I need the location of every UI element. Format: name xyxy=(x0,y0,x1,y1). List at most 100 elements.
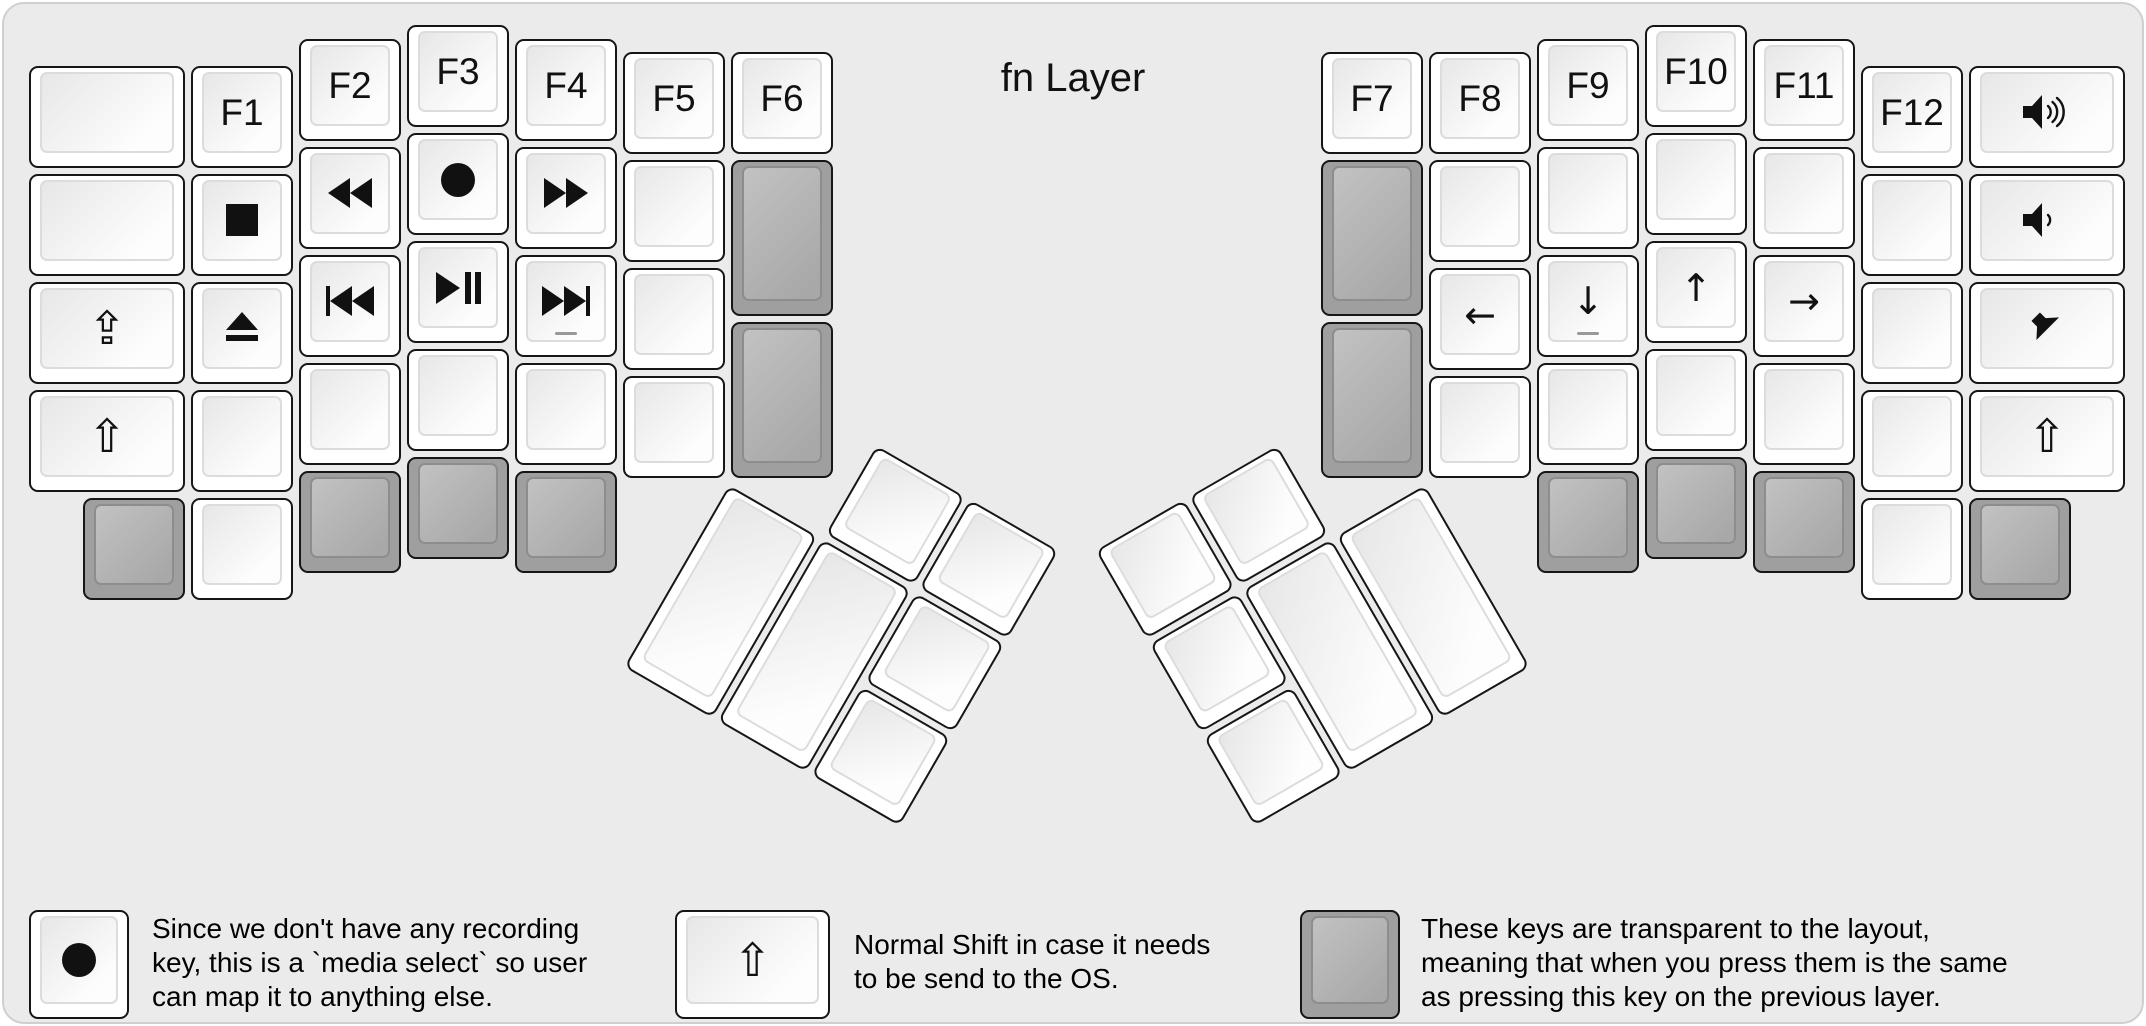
keytop xyxy=(1548,152,1628,234)
key-record xyxy=(29,910,129,1019)
key-transparent[interactable] xyxy=(1537,470,1639,573)
key-blank[interactable] xyxy=(1645,133,1747,235)
keytop: ⇧ xyxy=(40,395,174,477)
key-blank[interactable] xyxy=(623,376,725,478)
key-caps-lock[interactable]: ⇪ xyxy=(29,281,185,384)
key-label: F2 xyxy=(328,64,372,106)
keytop xyxy=(1980,287,2114,369)
keytop xyxy=(742,328,822,463)
key-f4[interactable]: F4 xyxy=(515,38,617,141)
key-eject[interactable] xyxy=(191,281,293,384)
keytop: ⇧ xyxy=(686,916,819,1004)
mute-icon xyxy=(2031,312,2060,341)
key-blank[interactable] xyxy=(1429,376,1531,478)
key-arrow-left[interactable]: ← xyxy=(1429,268,1531,370)
key-transparent[interactable] xyxy=(407,457,509,559)
legend-text-line: Normal Shift in case it needs xyxy=(854,929,1211,960)
key-blank[interactable] xyxy=(1537,362,1639,465)
key-blank[interactable] xyxy=(1753,146,1855,249)
key-play-pause[interactable] xyxy=(407,241,509,343)
key-transparent[interactable] xyxy=(731,160,833,316)
key-transparent[interactable] xyxy=(83,497,185,600)
key-prev-track[interactable] xyxy=(299,254,401,357)
key-blank[interactable] xyxy=(29,173,185,276)
keytop xyxy=(202,503,282,585)
key-blank[interactable] xyxy=(1861,281,1963,384)
eject-icon xyxy=(226,312,258,341)
key-label: F1 xyxy=(220,91,264,133)
key-f12[interactable]: F12 xyxy=(1861,65,1963,168)
key-blank[interactable] xyxy=(1753,362,1855,465)
key-mute[interactable] xyxy=(1969,281,2125,384)
key-shift[interactable]: ⇧ xyxy=(1969,389,2125,492)
keytop xyxy=(1872,395,1952,477)
key-f10[interactable]: F10 xyxy=(1645,25,1747,127)
key-blank[interactable] xyxy=(191,497,293,600)
key-blank[interactable] xyxy=(1429,160,1531,262)
key-blank[interactable] xyxy=(299,362,401,465)
shift-icon: ⇧ xyxy=(2027,409,2067,463)
key-blank[interactable] xyxy=(623,160,725,262)
keytop xyxy=(1764,476,1844,558)
keytop xyxy=(1980,503,2060,585)
key-label: F5 xyxy=(652,78,696,119)
key-transparent[interactable] xyxy=(1321,160,1423,316)
key-transparent[interactable] xyxy=(1645,457,1747,559)
key-label: F6 xyxy=(760,78,804,119)
key-f6[interactable]: F6 xyxy=(731,52,833,154)
keytop: ⇪ xyxy=(40,287,174,369)
key-f7[interactable]: F7 xyxy=(1321,52,1423,154)
key-f2[interactable]: F2 xyxy=(299,38,401,141)
key-blank[interactable] xyxy=(623,268,725,370)
key-blank[interactable] xyxy=(1861,497,1963,600)
key-label: F8 xyxy=(1458,78,1502,119)
key-f8[interactable]: F8 xyxy=(1429,52,1531,154)
key-blank[interactable] xyxy=(29,65,185,168)
key-transparent[interactable] xyxy=(1969,497,2071,600)
key-blank[interactable] xyxy=(407,349,509,451)
shift-icon: ⇧ xyxy=(733,933,772,987)
key-f1[interactable]: F1 xyxy=(191,65,293,168)
keytop xyxy=(1980,71,2114,153)
keytop: ↑ xyxy=(1656,247,1736,328)
keytop xyxy=(936,510,1046,621)
key-blank[interactable] xyxy=(1537,146,1639,249)
key-rewind[interactable] xyxy=(299,146,401,249)
keytop xyxy=(40,916,118,1004)
key-transparent[interactable] xyxy=(299,470,401,573)
legend-text-line: to be send to the OS. xyxy=(854,963,1119,994)
key-shift[interactable]: ⇧ xyxy=(29,389,185,492)
key-volume-up[interactable] xyxy=(1969,65,2125,168)
key-arrow-up[interactable]: ↑ xyxy=(1645,241,1747,343)
legend-text-line: as pressing this key on the previous lay… xyxy=(1421,981,1941,1012)
key-transparent[interactable] xyxy=(731,322,833,478)
key-next-track[interactable] xyxy=(515,254,617,357)
key-blank[interactable] xyxy=(1645,349,1747,451)
key-transparent[interactable] xyxy=(515,470,617,573)
key-blank[interactable] xyxy=(515,362,617,465)
keytop xyxy=(40,179,174,261)
key-record[interactable] xyxy=(407,133,509,235)
key-blank[interactable] xyxy=(1861,173,1963,276)
key-volume-down[interactable] xyxy=(1969,173,2125,276)
key-fast-forward[interactable] xyxy=(515,146,617,249)
keytop xyxy=(526,260,606,342)
key-stop[interactable] xyxy=(191,173,293,276)
key-blank[interactable] xyxy=(1861,389,1963,492)
key-transparent[interactable] xyxy=(1321,322,1423,478)
keytop xyxy=(418,139,498,220)
key-f9[interactable]: F9 xyxy=(1537,38,1639,141)
key-transparent[interactable] xyxy=(1753,470,1855,573)
keytop xyxy=(634,274,714,355)
key-f5[interactable]: F5 xyxy=(623,52,725,154)
keytop xyxy=(310,152,390,234)
key-f11[interactable]: F11 xyxy=(1753,38,1855,141)
key-f3[interactable]: F3 xyxy=(407,25,509,127)
key-arrow-down[interactable]: ↓ xyxy=(1537,254,1639,357)
keytop xyxy=(1440,382,1520,463)
key-blank[interactable] xyxy=(191,389,293,492)
key-arrow-right[interactable]: → xyxy=(1753,254,1855,357)
